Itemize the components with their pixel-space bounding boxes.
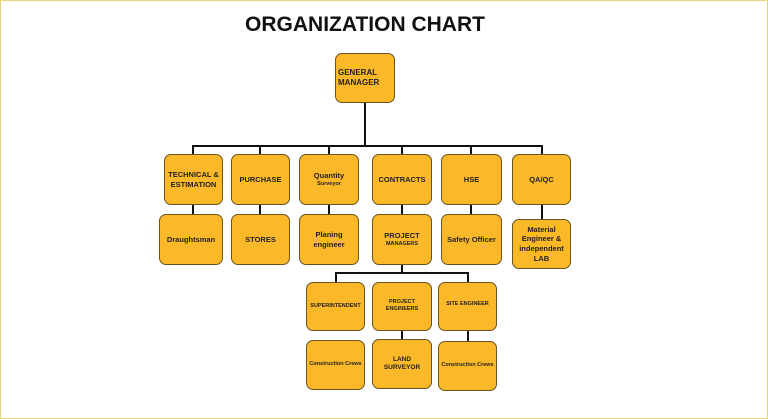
node-label: SUPERINTENDENT: [310, 302, 361, 309]
node-land-surveyor: LAND SURVEYOR: [372, 339, 432, 389]
connector-line: [335, 272, 469, 274]
node-stores: STORES: [231, 214, 290, 265]
node-technical-estimation: TECHNICAL & ESTIMATION: [164, 154, 223, 205]
node-label: LAND SURVEYOR: [383, 355, 421, 371]
connector-line: [192, 145, 543, 147]
node-label: Material Engineer & independent LAB: [519, 224, 564, 263]
node-label: Construction Crews: [309, 361, 362, 368]
connector-line: [192, 204, 194, 215]
connector-line: [467, 330, 469, 341]
node-label: HSE: [463, 174, 480, 184]
connector-line: [259, 145, 261, 155]
node-material-engineer: Material Engineer & independent LAB: [512, 219, 571, 269]
node-label: PURCHASE: [239, 174, 282, 184]
node-label: GENERAL MANAGER: [338, 67, 380, 87]
node-label: Planing engineer: [313, 229, 345, 249]
connector-line: [470, 145, 472, 155]
node-construction-crews-site: Construction Crews: [438, 341, 497, 391]
node-site-engineer: SITE ENGINEER: [438, 282, 497, 331]
connector-line: [541, 204, 543, 220]
node-label: TECHNICAL & ESTIMATION: [168, 169, 219, 189]
node-qa-qc: QA/QC: [512, 154, 571, 205]
node-planing-engineer: Planing engineer: [299, 214, 359, 265]
node-label: SITE ENGINEER: [446, 301, 489, 307]
node-project-engineers: PROJECT ENGINEERS: [372, 282, 432, 331]
node-label: Safety Officer: [447, 234, 496, 244]
node-label: Quantity: [313, 171, 345, 181]
connector-line: [259, 204, 261, 215]
connector-line: [192, 145, 194, 155]
node-label: Construction Crews: [441, 362, 494, 369]
node-sublabel: Surveyor: [317, 180, 341, 187]
connector-line: [467, 272, 469, 283]
connector-line: [401, 330, 403, 340]
connector-line: [335, 272, 337, 283]
connector-line: [401, 264, 403, 274]
connector-line: [541, 145, 543, 155]
node-construction-crews: Construction Crews: [306, 340, 365, 390]
connector-line: [401, 204, 403, 215]
connector-line: [401, 145, 403, 155]
chart-title: ORGANIZATION CHART: [245, 13, 485, 36]
node-draughtsman: Draughtsman: [159, 214, 223, 265]
connector-line: [328, 204, 330, 215]
node-contracts: CONTRACTS: [372, 154, 432, 205]
node-label: Draughtsman: [166, 234, 216, 244]
connector-line: [364, 103, 366, 147]
node-purchase: PURCHASE: [231, 154, 290, 205]
node-hse: HSE: [441, 154, 502, 205]
node-superintendent: SUPERINTENDENT: [306, 282, 365, 331]
node-safety-officer: Safety Officer: [441, 214, 502, 265]
node-label: PROJECT: [384, 231, 420, 241]
node-label: STORES: [245, 234, 276, 244]
connector-line: [470, 204, 472, 215]
node-label: QA/QC: [529, 174, 554, 184]
node-general-manager: GENERAL MANAGER: [335, 53, 395, 103]
node-label: CONTRACTS: [378, 174, 426, 184]
node-label: PROJECT ENGINEERS: [385, 299, 419, 313]
connector-line: [328, 145, 330, 155]
node-sublabel: MANAGERS: [385, 240, 419, 247]
